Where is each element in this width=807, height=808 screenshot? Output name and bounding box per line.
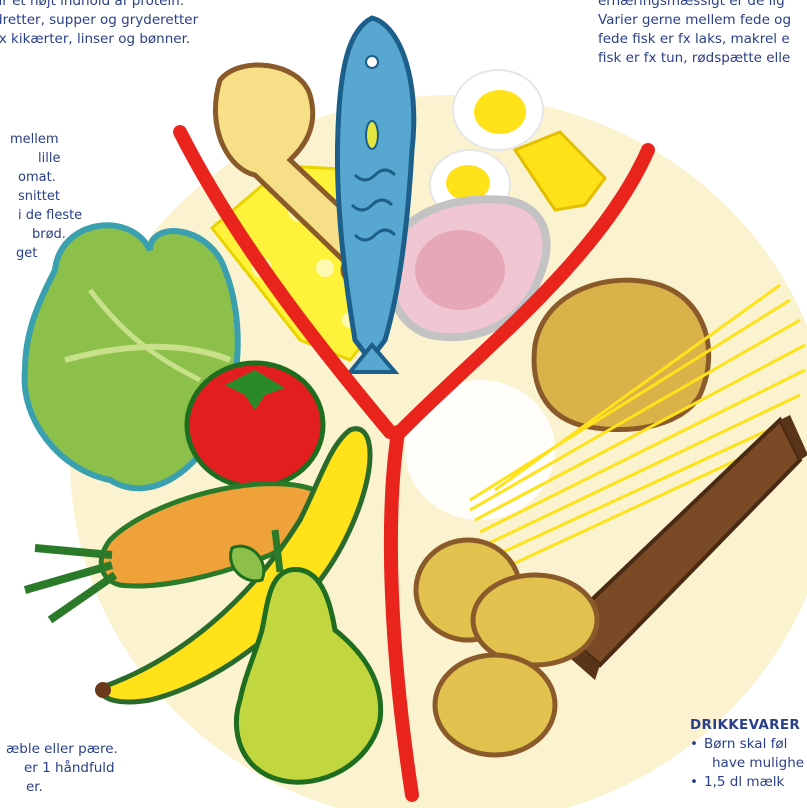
drinks-bullet: 1,5 dl mælk [690, 773, 804, 792]
drinks-bullet: Børn skal føl [690, 735, 804, 754]
tomato [187, 363, 323, 487]
drinks-section: DRIKKEVARER Børn skal føl have mulighe 1… [690, 716, 804, 792]
drinks-bullet-cont: have mulighe [690, 754, 804, 773]
drinks-heading: DRIKKEVARER [690, 716, 804, 735]
